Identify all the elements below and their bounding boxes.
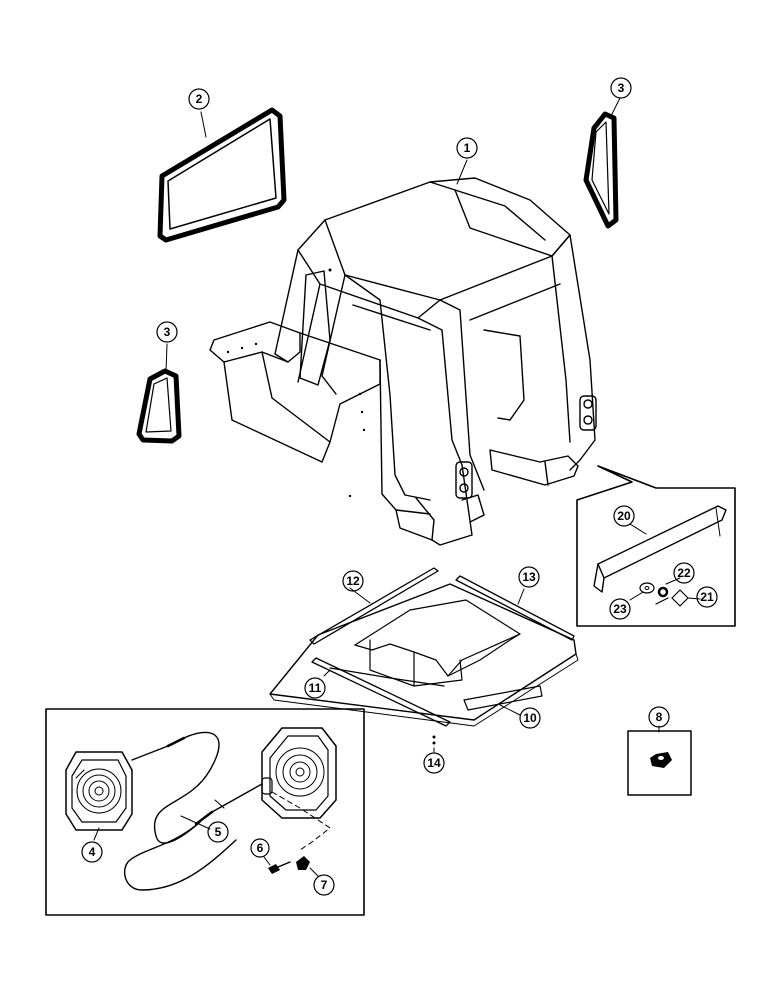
side-window-seal-right — [583, 97, 621, 229]
svg-text:10: 10 — [523, 711, 537, 725]
nut — [650, 752, 672, 768]
svg-text:2: 2 — [196, 92, 203, 106]
strip-front — [311, 657, 451, 727]
svg-text:8: 8 — [656, 710, 663, 724]
bracket-bolt — [655, 577, 701, 607]
callout-20: 20 — [613, 505, 635, 527]
callout-21: 21 — [696, 586, 718, 608]
strip-rear — [432, 735, 436, 753]
svg-text:13: 13 — [522, 570, 536, 584]
callout-12: 12 — [342, 570, 364, 592]
svg-text:3: 3 — [618, 81, 625, 95]
svg-text:3: 3 — [164, 325, 171, 339]
cab-frame — [209, 159, 597, 546]
svg-text:14: 14 — [427, 756, 441, 770]
flat-washer — [639, 582, 655, 594]
svg-text:6: 6 — [257, 841, 264, 855]
callout-2: 2 — [188, 88, 210, 110]
callout-6: 6 — [250, 838, 270, 858]
svg-text:20: 20 — [617, 509, 631, 523]
svg-text:21: 21 — [700, 590, 714, 604]
bracket-inset — [576, 465, 736, 627]
svg-text:11: 11 — [309, 681, 322, 695]
callout-5: 5 — [207, 821, 229, 843]
side-window-seal-left — [136, 343, 182, 444]
callout-14: 14 — [423, 752, 445, 774]
lamp-screw — [263, 856, 291, 874]
svg-text:23: 23 — [613, 602, 627, 616]
rear-window-seal — [157, 107, 287, 243]
callout-4: 4 — [81, 841, 103, 863]
svg-text:22: 22 — [677, 566, 691, 580]
svg-text:7: 7 — [321, 878, 328, 892]
callout-13: 13 — [518, 566, 540, 588]
callout-7: 7 — [313, 874, 335, 896]
callout-11: 11 — [304, 677, 326, 699]
svg-text:1: 1 — [464, 141, 471, 155]
work-lamp-right — [261, 727, 337, 851]
lamp-nut — [296, 856, 319, 877]
svg-text:4: 4 — [89, 845, 96, 859]
callout-1: 1 — [456, 137, 478, 159]
mount-bracket — [593, 505, 727, 593]
nut-inset — [627, 725, 692, 796]
callout-3-left: 3 — [156, 321, 178, 343]
lamp-inset — [45, 708, 365, 916]
callout-22: 22 — [673, 562, 695, 584]
work-lamp-left — [65, 751, 133, 841]
svg-text:5: 5 — [215, 825, 222, 839]
callout-23: 23 — [609, 598, 631, 620]
callout-8: 8 — [648, 706, 670, 728]
lamp-harness — [123, 731, 263, 891]
floor-mat — [269, 583, 579, 727]
lock-washer — [657, 586, 669, 598]
svg-text:12: 12 — [346, 574, 360, 588]
callout-10: 10 — [519, 707, 541, 729]
strip-right — [455, 575, 575, 641]
callout-3-right: 3 — [610, 77, 632, 99]
